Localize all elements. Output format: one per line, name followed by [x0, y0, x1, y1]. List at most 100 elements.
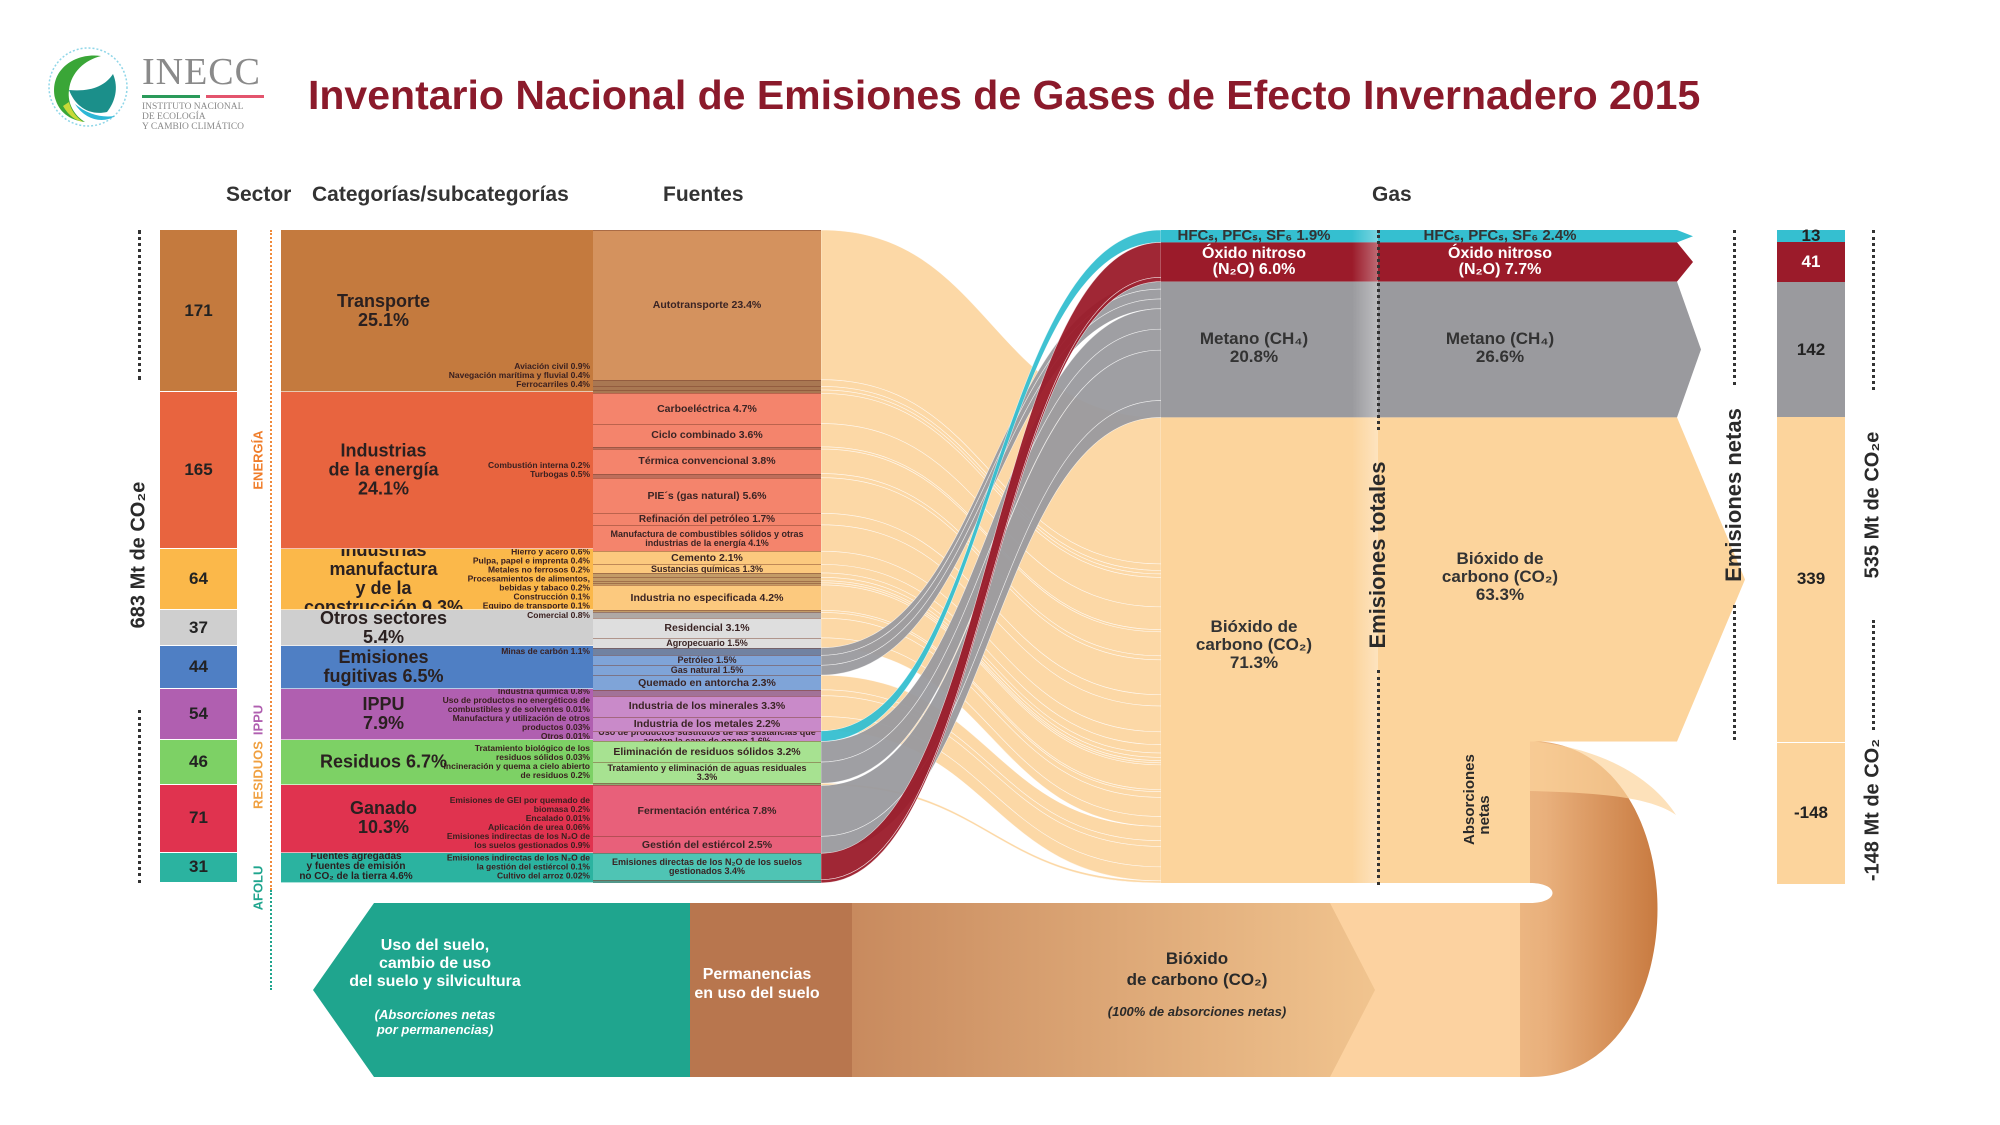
source-row[interactable]: Térmica convencional 3.8% [593, 449, 821, 474]
source-line[interactable] [593, 783, 821, 786]
source-line[interactable] [593, 647, 821, 656]
source-row[interactable]: Emisiones directas de los N₂O de los sue… [593, 853, 821, 879]
source-row[interactable]: Manufactura de combustibles sólidos y ot… [593, 524, 821, 551]
source-line[interactable] [593, 386, 821, 390]
source-line[interactable] [593, 572, 821, 578]
source-row[interactable]: Industria no especificada 4.2% [593, 584, 821, 610]
sector-value[interactable]: 71 [160, 784, 237, 853]
subcategory-list: Emisiones de GEI por quemado de biomasa … [440, 795, 590, 850]
absorciones-netas-label: Absorciones netas [1461, 754, 1493, 845]
gas-net-co2 [1378, 417, 1677, 742]
subcategory-label: Emisiones indirectas de los N₂O de la ge… [446, 852, 590, 872]
category-name: Ganado 10.3% [349, 798, 417, 838]
bottom-chevron [1330, 903, 1520, 1077]
source-row[interactable]: Quemado en antorcha 2.3% [593, 675, 821, 690]
source-line[interactable] [593, 446, 821, 450]
gas-net-n2o [1378, 242, 1677, 282]
gas-net-hfc [1378, 230, 1677, 243]
source-line[interactable] [593, 473, 821, 478]
sector-value[interactable]: 64 [160, 548, 237, 611]
category-block[interactable]: Ganado 10.3% Emisiones de GEI por quemado… [281, 784, 593, 853]
source-row[interactable]: Petróleo 1.5% [593, 655, 821, 665]
permanencias-label: Permanencias en uso del suelo [694, 966, 820, 1002]
source-row[interactable]: Residencial 3.1% [593, 618, 821, 638]
sector-value[interactable]: 171 [160, 230, 237, 393]
category-name: Emisiones fugitivas 6.5% [323, 646, 444, 686]
net-absorption-band [1378, 741, 1530, 883]
source-row[interactable]: Refinación del petróleo 1.7% [593, 513, 821, 525]
source-line[interactable] [593, 689, 821, 696]
subcategory-label: Emisiones indirectas de los N₂O de los s… [446, 830, 590, 850]
gas-gradient-shade [1352, 230, 1378, 243]
subcategory-label: Hierro y acero 0.6% [511, 548, 590, 557]
gas-gradient-shade [1352, 242, 1378, 282]
category-block[interactable]: Industrias manufactura y de la construcc… [281, 548, 593, 611]
source-row[interactable]: Sustancias químicas 1.3% [593, 564, 821, 573]
category-block[interactable]: Fuentes agregadas y fuentes de emisión n… [281, 852, 593, 884]
category-block[interactable]: Otros sectores 5.4%Comercial 0.8% [281, 610, 593, 647]
category-name: Otros sectores 5.4% [319, 610, 448, 647]
category-name: Industrias manufactura y de la construcc… [303, 548, 464, 611]
sector-value[interactable]: 31 [160, 852, 237, 884]
inecc-logo-icon [48, 47, 128, 127]
net-absorption-label: -148 Mt de CO₂ [1861, 738, 1884, 882]
source-row[interactable]: Industria de los metales 2.2% [593, 716, 821, 731]
net-value-ch4: 142 [1777, 281, 1845, 418]
logo-text: INECC Instituto Nacional de Ecología y C… [142, 52, 264, 132]
source-line[interactable] [593, 577, 821, 581]
subcategory-list: Tratamiento biológico de los residuos só… [440, 744, 590, 780]
category-block[interactable]: IPPU 7.9%Industria química 0.8%Uso de pr… [281, 688, 593, 741]
source-row[interactable]: Ciclo combinado 3.6% [593, 423, 821, 447]
category-block[interactable]: Industrias de la energía 24.1%Combustión… [281, 392, 593, 549]
source-group: Residencial 3.1%Agropecuario 1.5% [593, 612, 821, 648]
source-row[interactable]: Eliminación de residuos sólidos 3.2% [593, 741, 821, 762]
source-row[interactable]: Carboeléctrica 4.7% [593, 393, 821, 423]
sector-value[interactable]: 37 [160, 610, 237, 647]
category-block[interactable]: Emisiones fugitivas 6.5%Minas de carbón … [281, 646, 593, 689]
source-row[interactable]: Gestión del estiércol 2.5% [593, 836, 821, 853]
source-row[interactable]: Agropecuario 1.5% [593, 637, 821, 648]
sector-label-energia: ENERGÍA [250, 430, 266, 490]
net-emissions-total-label: 535 Mt de CO₂e [1861, 431, 1884, 579]
gas-label-total-n2o: Óxido nitroso (N₂O) 6.0% [1202, 244, 1306, 278]
gas-label-total-hfc: HFCₛ, PFCₛ, SF₆ 1.9% [1177, 227, 1331, 245]
subcategory-label: Manufactura y utilización de otros produ… [452, 712, 590, 732]
net-value-co2: 339 [1777, 417, 1845, 742]
sector-value[interactable]: 54 [160, 688, 237, 741]
source-line[interactable] [593, 879, 821, 883]
sources-column: Autotransporte 23.4%Carboeléctrica 4.7%C… [593, 230, 821, 883]
source-row[interactable]: Cemento 2.1% [593, 551, 821, 564]
sector-value[interactable]: 46 [160, 740, 237, 785]
subcategory-label: Otros 0.01% [540, 730, 590, 741]
source-line[interactable] [593, 379, 821, 387]
source-line[interactable] [593, 610, 821, 613]
net-value-absorption: -148 [1777, 741, 1845, 884]
gas-arrow-n2o [1677, 242, 1693, 282]
category-block[interactable]: Transporte 25.1%Aviación civil 0.9%Naveg… [281, 230, 593, 393]
subcategory-label: Metales no ferrosos 0.2% [487, 564, 590, 575]
logo-acronym: INECC [142, 51, 261, 93]
divider [1872, 620, 1875, 730]
sector-value[interactable]: 165 [160, 392, 237, 549]
source-row[interactable]: Autotransporte 23.4% [593, 230, 821, 380]
subcategory-label: Turbogas 0.5% [530, 469, 590, 480]
gas-total-n2o [1161, 242, 1352, 282]
source-row[interactable]: PIE´s (gas natural) 5.6% [593, 477, 821, 514]
source-row[interactable]: Tratamiento y eliminación de aguas resid… [593, 762, 821, 783]
emisiones-netas-label: Emisiones netas [1721, 408, 1746, 582]
source-line[interactable] [593, 582, 821, 585]
category-block[interactable]: Residuos 6.7%Tratamiento biológico de lo… [281, 740, 593, 785]
logo-line-3: y Cambio Climático [142, 122, 245, 132]
source-line[interactable] [593, 580, 821, 583]
source-row[interactable]: Gas natural 1.5% [593, 665, 821, 675]
source-group: Eliminación de residuos sólidos 3.2%Trat… [593, 741, 821, 786]
source-line[interactable] [593, 612, 821, 619]
source-row[interactable]: Industria de los minerales 3.3% [593, 695, 821, 717]
sector-value[interactable]: 44 [160, 646, 237, 689]
source-row[interactable]: Uso de productos sustitutos de las susta… [593, 730, 821, 741]
column-header-sector: Sector [226, 183, 292, 206]
source-row[interactable]: Fermentación entérica 7.8% [593, 785, 821, 836]
source-line[interactable] [593, 389, 821, 394]
